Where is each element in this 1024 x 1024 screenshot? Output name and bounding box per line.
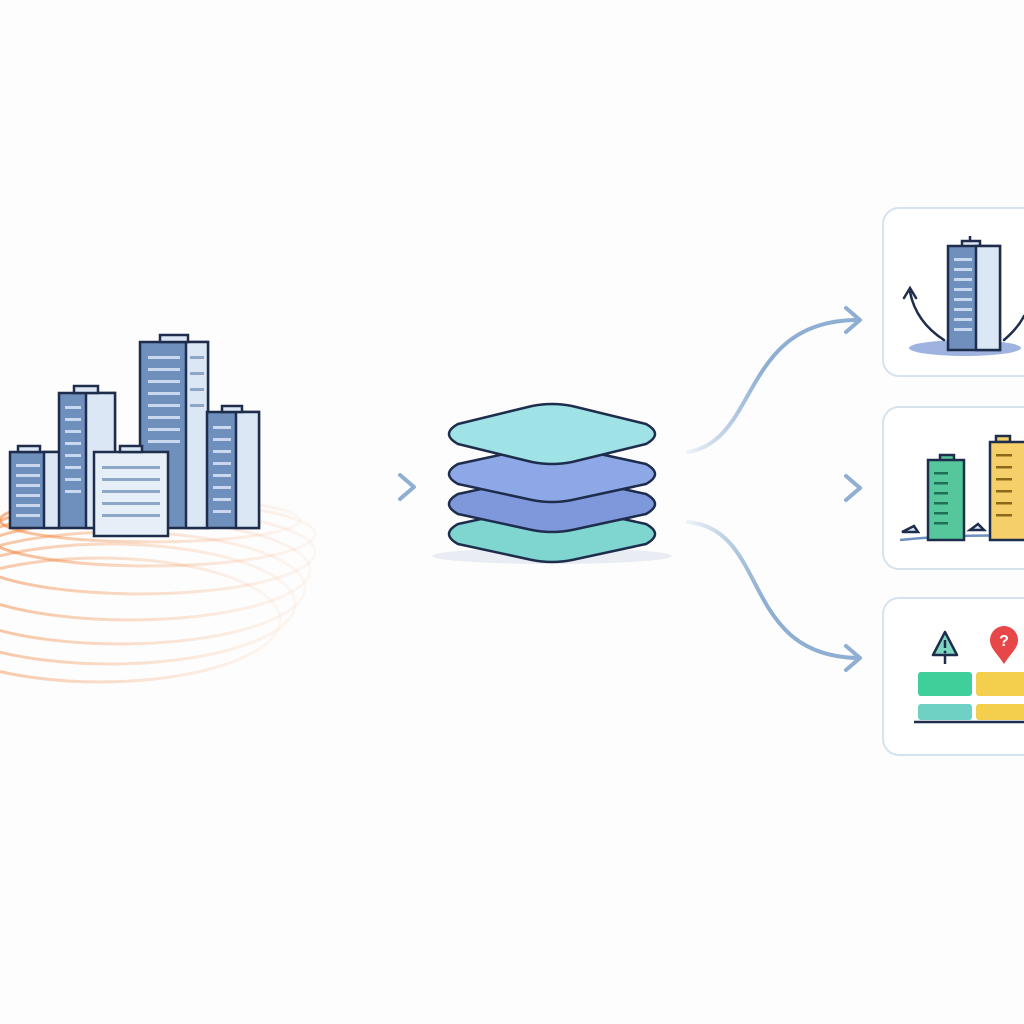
city-buildings-icon	[8, 333, 261, 538]
question-pin-icon: ?	[990, 626, 1018, 664]
processing-node	[432, 402, 672, 564]
output-card-2	[882, 406, 1024, 570]
output-card-1	[882, 207, 1024, 377]
source-node	[0, 333, 317, 684]
warning-triangle-icon	[931, 630, 959, 664]
arrow-source-to-processing	[280, 473, 416, 501]
sway-arrow-icon	[902, 285, 1024, 342]
svg-text:?: ?	[999, 633, 1009, 650]
output-card-3: ?	[882, 597, 1024, 756]
arrow-processing-to-output-2	[686, 474, 862, 502]
building-comparison-icon	[899, 434, 1024, 542]
risk-alert-bars-icon: ?	[914, 626, 1024, 724]
arrow-processing-to-output-3	[686, 520, 862, 672]
stacked-layers-icon	[432, 402, 672, 564]
building-windows	[16, 356, 231, 517]
arrow-processing-to-output-1	[686, 306, 862, 454]
building-sway-icon	[902, 236, 1024, 356]
